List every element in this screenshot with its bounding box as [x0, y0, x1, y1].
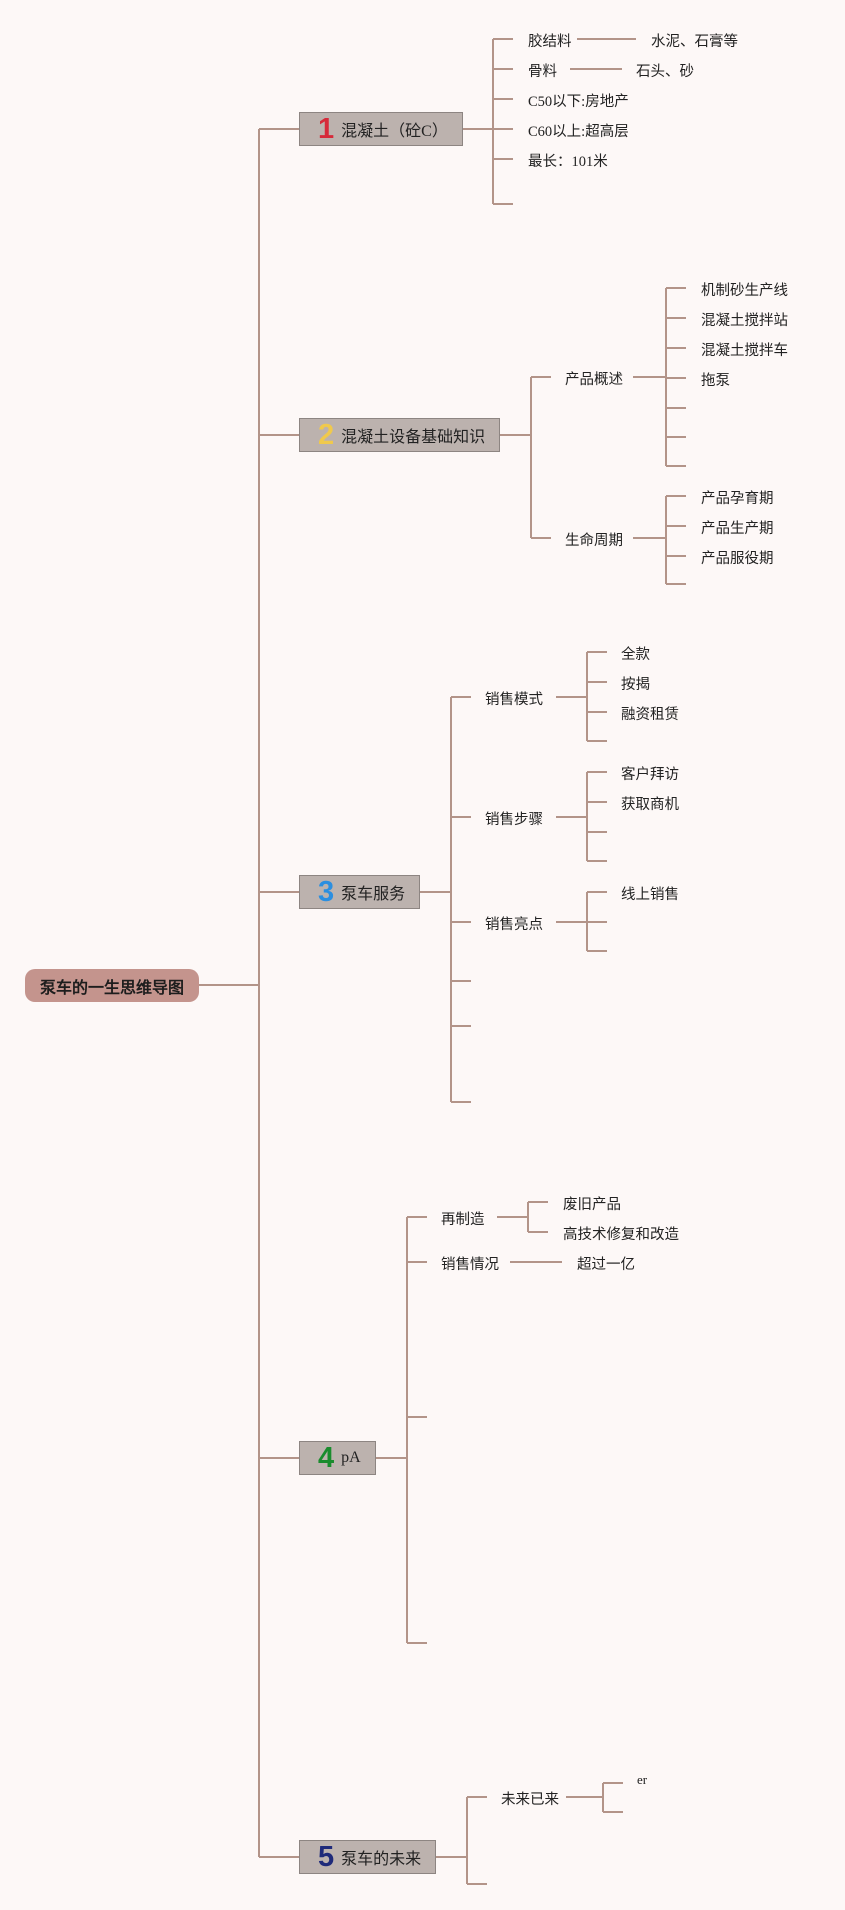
leaf-item[interactable]: 融资租赁 — [621, 707, 679, 723]
number-2-icon: 2 — [318, 419, 335, 451]
subtopic-remanufacturing[interactable]: 再制造 — [441, 1212, 485, 1228]
leaf-item[interactable]: 按揭 — [621, 677, 650, 693]
subtopic-max-length[interactable]: 最长：101米 — [528, 154, 608, 170]
subtopic-sales-status[interactable]: 销售情况 — [441, 1257, 499, 1273]
leaf-item[interactable]: 客户拜访 — [621, 767, 679, 783]
topic-label: 混凝土（砼C） — [341, 123, 448, 140]
subtopic-future-arrived[interactable]: 未来已来 — [501, 1792, 559, 1808]
leaf-binder-value[interactable]: 水泥、石膏等 — [651, 34, 738, 50]
subtopic-life-cycle[interactable]: 生命周期 — [565, 533, 623, 549]
leaf-item[interactable]: 产品生产期 — [701, 521, 774, 537]
topic-label: 混凝土设备基础知识 — [341, 429, 486, 446]
topic-label: 泵车的未来 — [341, 1851, 422, 1868]
number-1-icon: 1 — [318, 113, 335, 145]
topic-label: 泵车服务 — [341, 886, 406, 903]
subtopic-c60[interactable]: C60以上:超高层 — [528, 124, 629, 140]
topic-future[interactable]: 5 泵车的未来 — [299, 1840, 436, 1874]
topic-pa[interactable]: 4 pA — [299, 1441, 376, 1475]
leaf-item[interactable]: 全款 — [621, 647, 650, 663]
leaf-item[interactable]: 高技术修复和改造 — [563, 1227, 679, 1243]
leaf-item[interactable]: 产品服役期 — [701, 551, 774, 567]
number-3-icon: 3 — [318, 876, 335, 908]
number-5-icon: 5 — [318, 1841, 335, 1873]
topic-equipment-basics[interactable]: 2 混凝土设备基础知识 — [299, 418, 500, 452]
subtopic-binder[interactable]: 胶结料 — [528, 34, 572, 50]
subtopic-sales-steps[interactable]: 销售步骤 — [485, 812, 543, 828]
leaf-item[interactable]: 拖泵 — [701, 373, 730, 389]
subtopic-c50[interactable]: C50以下:房地产 — [528, 94, 629, 110]
leaf-item[interactable]: 超过一亿 — [577, 1257, 635, 1273]
leaf-item[interactable]: 机制砂生产线 — [701, 283, 788, 299]
subtopic-aggregate[interactable]: 骨料 — [528, 64, 557, 80]
topic-concrete[interactable]: 1 混凝土（砼C） — [299, 112, 463, 146]
leaf-item[interactable]: 混凝土搅拌站 — [701, 313, 788, 329]
number-4-icon: 4 — [318, 1442, 335, 1474]
root-label: 泵车的一生思维导图 — [39, 979, 184, 997]
topic-label: pA — [341, 1449, 361, 1466]
leaf-item[interactable]: 获取商机 — [621, 797, 679, 813]
root-node[interactable]: 泵车的一生思维导图 — [25, 969, 199, 1002]
topic-pump-service[interactable]: 3 泵车服务 — [299, 875, 420, 909]
subtopic-product-overview[interactable]: 产品概述 — [565, 372, 623, 388]
leaf-item[interactable]: 产品孕育期 — [701, 491, 774, 507]
leaf-item[interactable]: 混凝土搅拌车 — [701, 343, 788, 359]
leaf-aggregate-value[interactable]: 石头、砂 — [636, 64, 694, 80]
leaf-item[interactable]: 废旧产品 — [563, 1197, 621, 1213]
leaf-item[interactable]: 线上销售 — [621, 887, 679, 903]
leaf-item[interactable]: er — [637, 1772, 648, 1787]
subtopic-sales-mode[interactable]: 销售模式 — [485, 692, 543, 708]
subtopic-sales-highlights[interactable]: 销售亮点 — [485, 917, 543, 933]
